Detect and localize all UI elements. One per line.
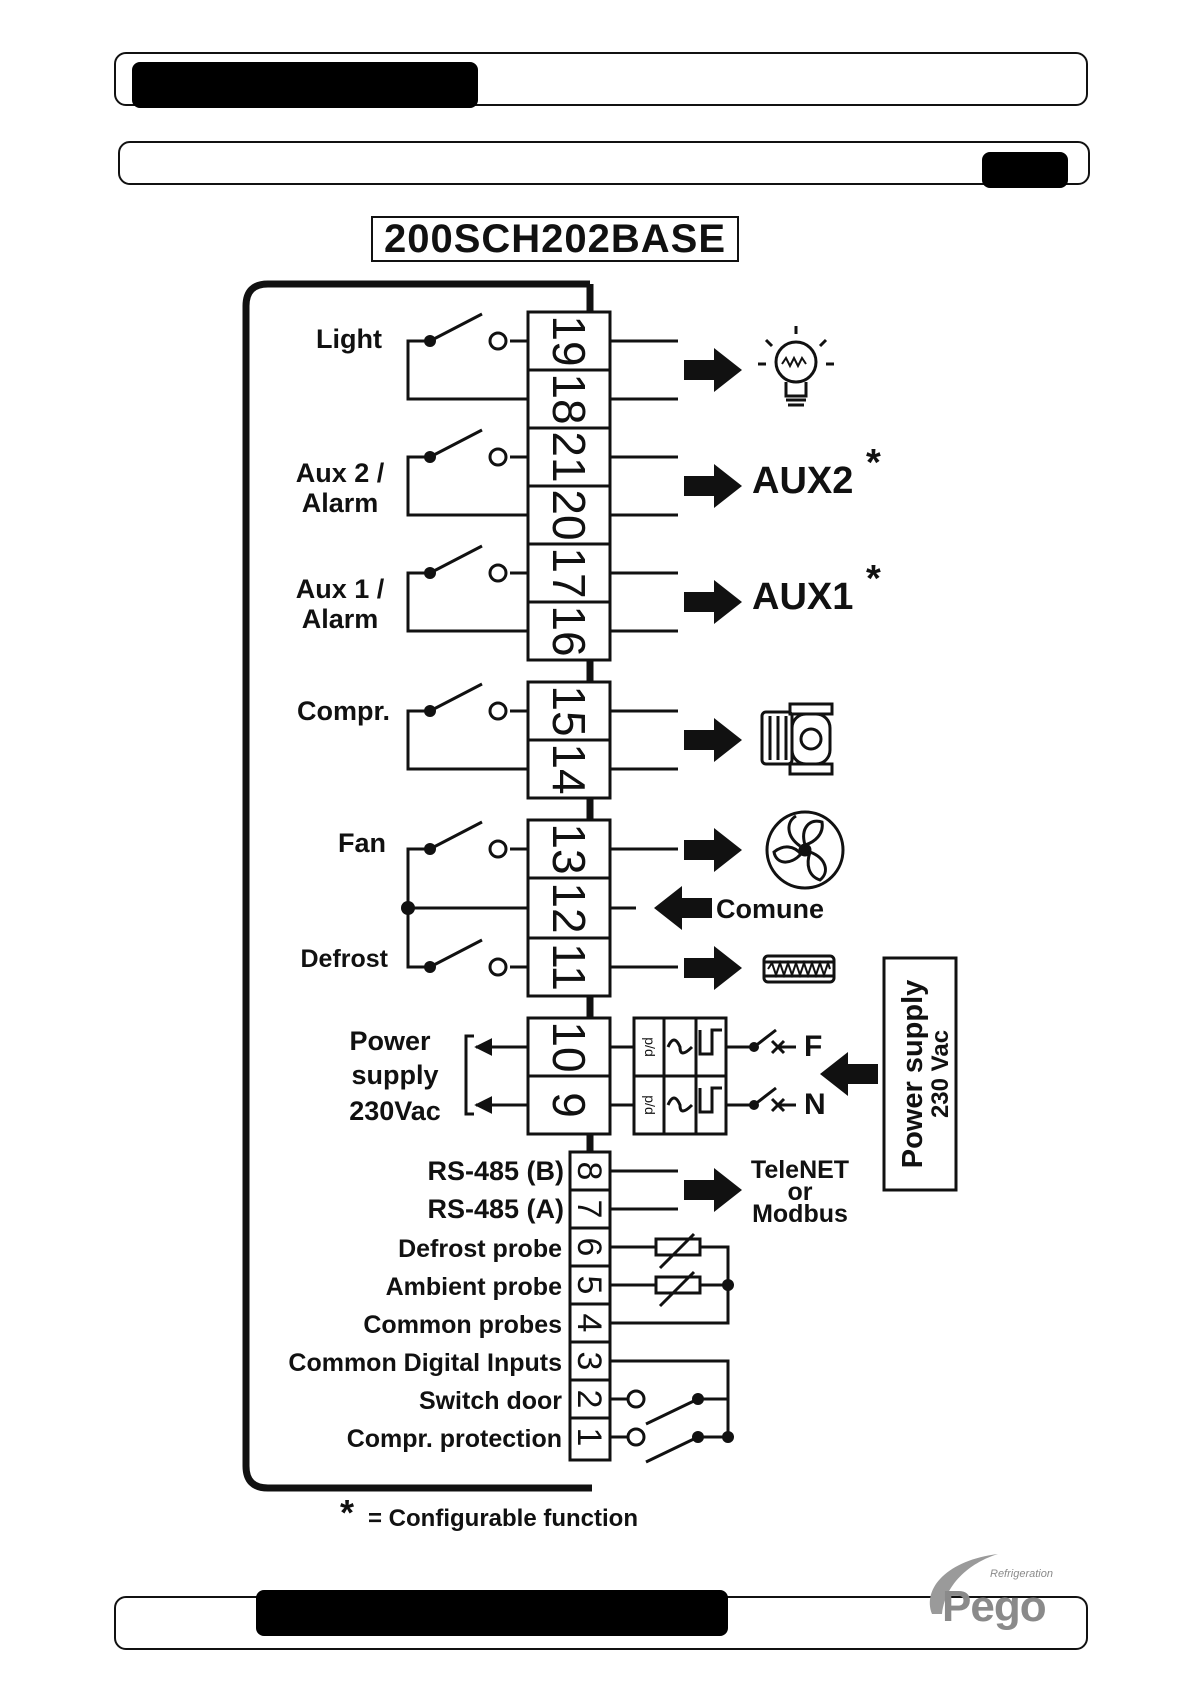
heater-icon [762, 954, 836, 984]
terminal-16: 16 [543, 605, 595, 656]
subheader-redacted-tag [982, 152, 1068, 188]
terminal-5: 5 [570, 1276, 608, 1295]
terminal-10: 10 [543, 1021, 595, 1072]
label-ambient-probe: Ambient probe [385, 1273, 562, 1301]
terminal-20: 20 [543, 489, 595, 540]
label-aux2: AUX2 [752, 460, 854, 502]
label-modbus: Modbus [752, 1200, 848, 1228]
terminal-6: 6 [570, 1238, 608, 1257]
label-phase-f: F [804, 1030, 823, 1063]
footnote-text: = Configurable function [368, 1505, 638, 1532]
arrow-light [684, 348, 742, 392]
fuse-mark-n: p/d [642, 1095, 658, 1114]
terminal-17: 17 [543, 547, 595, 598]
label-defrost: Defrost [300, 945, 388, 973]
terminal-21: 21 [543, 431, 595, 482]
model-title: 200SCH202BASE [371, 216, 739, 262]
fan-icon [765, 810, 845, 890]
label-compr-protection: Compr. protection [346, 1425, 562, 1453]
terminal-15: 15 [543, 685, 595, 736]
arrow-power-in [820, 1052, 878, 1096]
pego-logo [929, 1554, 998, 1614]
footer-redacted-bar [256, 1590, 728, 1636]
label-common-digital-inputs: Common Digital Inputs [288, 1349, 562, 1377]
label-aux2-line1: Aux 2 / [295, 458, 385, 488]
terminal-14: 14 [543, 743, 595, 794]
label-common-probes: Common probes [363, 1311, 562, 1339]
fuse-mark-f: p/d [642, 1037, 658, 1056]
label-compr: Compr. [296, 696, 390, 726]
label-aux1-line2: Alarm [301, 604, 379, 634]
label-power-line2: supply [351, 1060, 439, 1090]
light-bulb-icon [758, 326, 834, 407]
terminal-8: 8 [570, 1162, 608, 1181]
arrow-compr [684, 718, 742, 762]
compressor-icon [760, 702, 834, 776]
power-supply-box [882, 956, 958, 1192]
terminal-18: 18 [543, 373, 595, 424]
terminal-12: 12 [543, 882, 595, 933]
arrow-aux1 [684, 580, 742, 624]
label-power-line3: 230Vac [349, 1096, 441, 1126]
label-aux1-line1: Aux 1 / [295, 574, 385, 604]
terminal-3: 3 [570, 1352, 608, 1371]
label-neutral-n: N [804, 1088, 826, 1121]
terminal-block-inputs [568, 1150, 612, 1462]
label-fan: Fan [337, 828, 386, 858]
label-power-line1: Power [349, 1026, 431, 1056]
label-rs485-b: RS-485 (B) [427, 1156, 564, 1186]
label-telenet: TeleNET [750, 1156, 850, 1184]
arrow-defrost [684, 946, 742, 990]
terminal-block-fan-defrost [526, 818, 612, 998]
label-or: or [787, 1178, 813, 1206]
logo-tagline: Refrigeration [990, 1568, 1053, 1580]
power-supply-box-line1: Power supply [897, 980, 929, 1169]
terminal-11: 11 [543, 943, 595, 991]
terminal-9: 9 [543, 1092, 595, 1118]
power-supply-box-line2: 230 Vac [927, 1030, 954, 1118]
header-redacted-bar [132, 62, 478, 108]
controller-outline [242, 280, 592, 1492]
arrow-comune [654, 886, 712, 930]
label-aux1: AUX1 [752, 576, 854, 618]
terminal-19: 19 [543, 315, 595, 366]
arrow-aux2 [684, 464, 742, 508]
probes-wiring [610, 1232, 730, 1325]
terminal-1: 1 [570, 1428, 608, 1447]
label-rs485-a: RS-485 (A) [427, 1194, 564, 1224]
asterisk-aux2: * [866, 442, 881, 484]
terminal-2: 2 [570, 1390, 608, 1409]
arrow-telenet [684, 1168, 742, 1212]
label-aux2-line2: Alarm [301, 488, 379, 518]
label-defrost-probe: Defrost probe [398, 1235, 562, 1263]
footnote-asterisk: * [340, 1492, 355, 1533]
terminal-7: 7 [570, 1200, 608, 1219]
digital-inputs-wiring [610, 1359, 730, 1464]
asterisk-aux1: * [866, 558, 881, 600]
logo-name: Pego [942, 1582, 1047, 1631]
label-comune: Comune [716, 894, 824, 924]
label-switch-door: Switch door [418, 1387, 562, 1415]
label-light: Light [316, 324, 382, 354]
arrow-fan [684, 828, 742, 872]
terminal-13: 13 [543, 823, 595, 874]
output-arrows [654, 348, 878, 1212]
power-fuses [610, 1016, 796, 1136]
terminal-4: 4 [570, 1314, 608, 1333]
subheader-frame [118, 141, 1090, 185]
